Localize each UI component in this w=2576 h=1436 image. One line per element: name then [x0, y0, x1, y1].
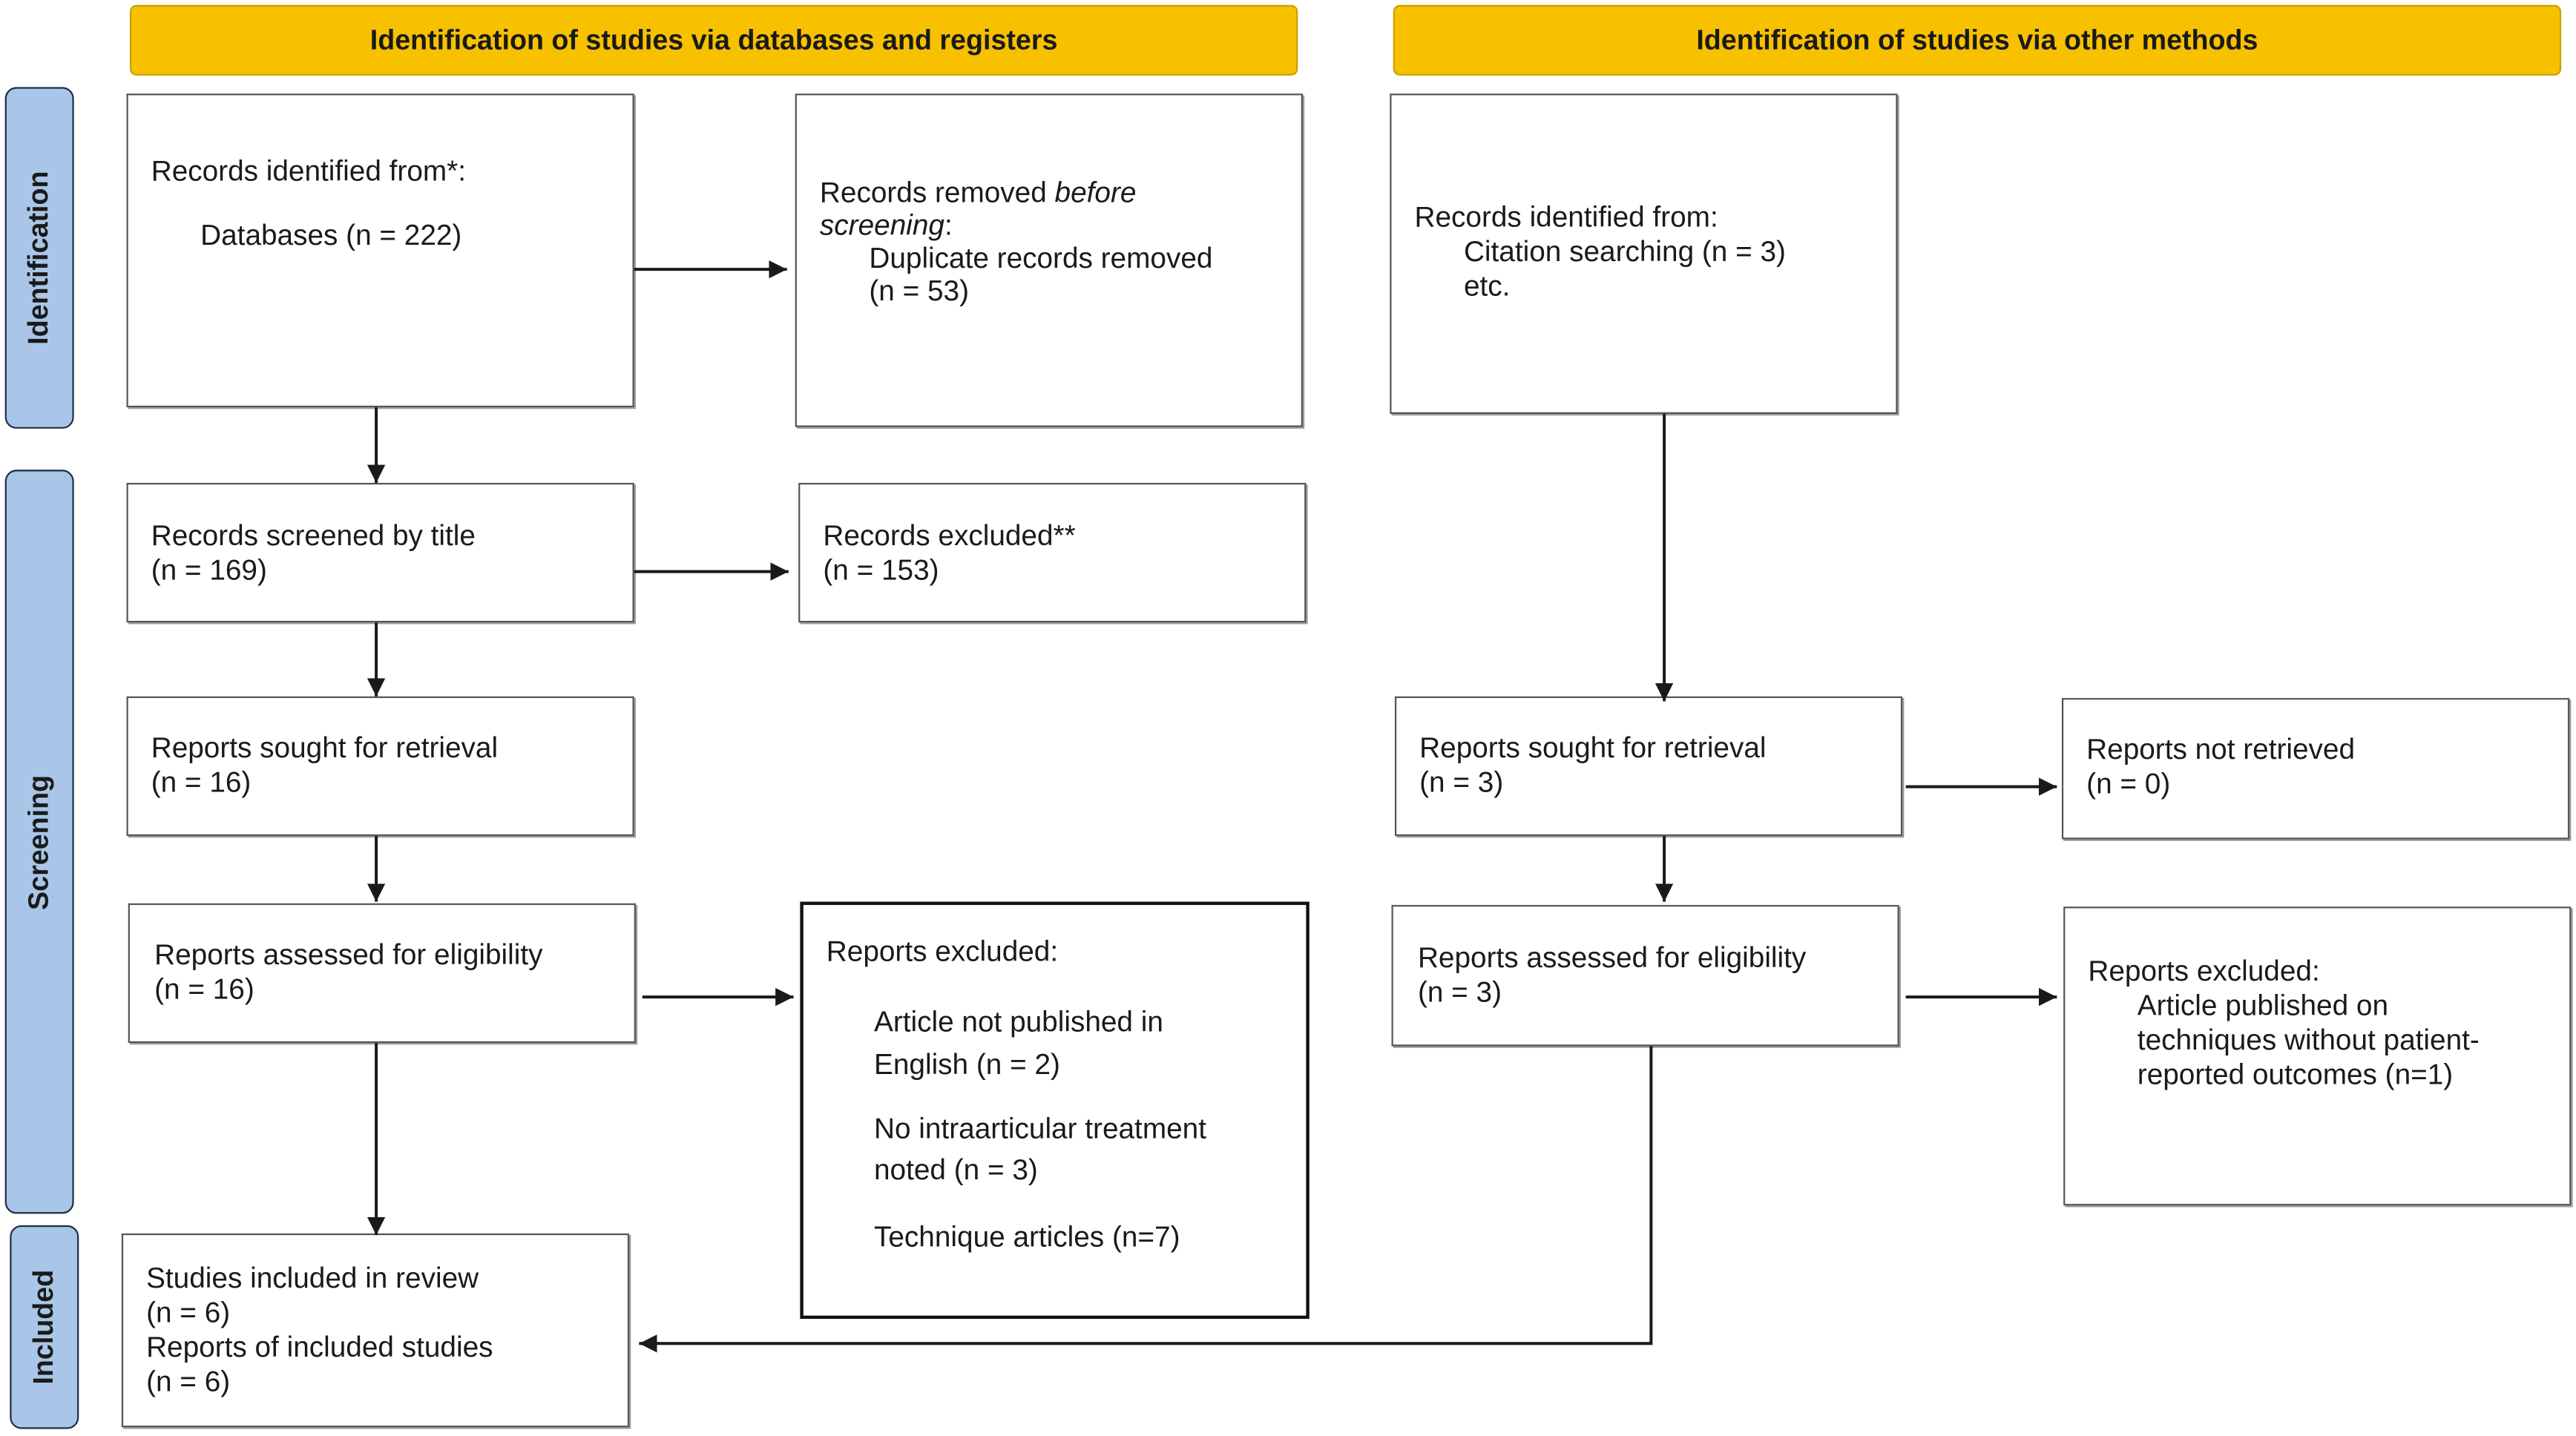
box-records-excluded: Records excluded** (n = 153) — [798, 483, 1307, 623]
other-assessed-count: (n = 3) — [1417, 975, 1502, 1009]
records-removed-line1: Records removed before — [819, 175, 1137, 209]
box-reports-sought: Reports sought for retrieval (n = 16) — [126, 696, 634, 837]
header-other-label: Identification of studies via other meth… — [1696, 24, 2258, 56]
arrow-other-assessed-to-included — [639, 1046, 1653, 1353]
records-removed-item: Duplicate records removed — [869, 241, 1213, 274]
records-removed-count: (n = 53) — [869, 274, 970, 308]
not-retrieved-title: Reports not retrieved — [2086, 732, 2356, 765]
other-excluded-line3: reported outcomes (n=1) — [2137, 1058, 2454, 1091]
records-identified-title: Records identified from*: — [151, 154, 467, 188]
stage-included: Included — [10, 1225, 79, 1429]
reports-excluded-reason1-line1: Article not published in — [874, 1005, 1163, 1038]
other-identified-title: Records identified from: — [1414, 200, 1718, 234]
box-reports-assessed: Reports assessed for eligibility (n = 16… — [128, 903, 636, 1044]
reports-assessed-title: Reports assessed for eligibility — [154, 938, 543, 971]
header-databases-registers: Identification of studies via databases … — [129, 4, 1298, 76]
box-other-reports-sought: Reports sought for retrieval (n = 3) — [1394, 696, 1903, 837]
records-screened-count: (n = 169) — [151, 553, 267, 587]
other-sought-count: (n = 3) — [1419, 765, 1504, 799]
reports-excluded-reason3: Technique articles (n=7) — [874, 1220, 1180, 1254]
reports-excluded-reason2-line2: noted (n = 3) — [874, 1153, 1038, 1186]
reports-excluded-reason1-line2: English (n = 2) — [874, 1047, 1060, 1081]
other-excluded-title: Reports excluded: — [2088, 954, 2320, 987]
box-reports-excluded: Reports excluded: Article not published … — [800, 901, 1310, 1320]
box-records-removed: Records removed before screening: Duplic… — [795, 93, 1303, 427]
box-studies-included: Studies included in review (n = 6) Repor… — [121, 1233, 630, 1428]
stage-screening: Screening — [4, 470, 74, 1214]
box-other-reports-excluded: Reports excluded: Article published on t… — [2063, 906, 2572, 1206]
reports-sought-title: Reports sought for retrieval — [151, 731, 499, 764]
studies-included-line2: (n = 6) — [146, 1296, 231, 1329]
records-removed-line2: screening: — [819, 208, 953, 242]
studies-included-line3: Reports of included studies — [146, 1330, 493, 1363]
other-identified-etc: etc. — [1463, 269, 1511, 303]
box-records-screened: Records screened by title (n = 169) — [126, 483, 634, 623]
box-records-identified: Records identified from*: Databases (n =… — [126, 93, 634, 408]
studies-included-line1: Studies included in review — [146, 1261, 479, 1294]
header-databases-label: Identification of studies via databases … — [369, 24, 1058, 56]
stage-identification: Identification — [4, 87, 74, 429]
reports-sought-count: (n = 16) — [151, 765, 252, 799]
reports-excluded-reason2-line1: No intraarticular treatment — [874, 1112, 1206, 1145]
other-sought-title: Reports sought for retrieval — [1419, 731, 1767, 764]
box-reports-not-retrieved: Reports not retrieved (n = 0) — [2061, 698, 2570, 840]
records-excluded-count: (n = 153) — [823, 553, 939, 587]
other-excluded-line1: Article published on — [2137, 989, 2389, 1022]
box-other-records-identified: Records identified from: Citation search… — [1390, 93, 1898, 415]
other-identified-citation: Citation searching (n = 3) — [1463, 234, 1786, 268]
other-excluded-line2: techniques without patient- — [2137, 1023, 2480, 1056]
records-identified-databases: Databases (n = 222) — [200, 218, 462, 251]
not-retrieved-count: (n = 0) — [2086, 767, 2171, 800]
records-excluded-title: Records excluded** — [823, 518, 1076, 553]
other-assessed-title: Reports assessed for eligibility — [1417, 941, 1807, 975]
records-screened-title: Records screened by title — [151, 518, 476, 553]
reports-excluded-title: Reports excluded: — [826, 934, 1059, 968]
header-other-methods: Identification of studies via other meth… — [1393, 4, 2562, 76]
studies-included-line4: (n = 6) — [146, 1365, 231, 1398]
box-other-reports-assessed: Reports assessed for eligibility (n = 3) — [1391, 905, 1899, 1047]
reports-assessed-count: (n = 16) — [154, 972, 254, 1006]
